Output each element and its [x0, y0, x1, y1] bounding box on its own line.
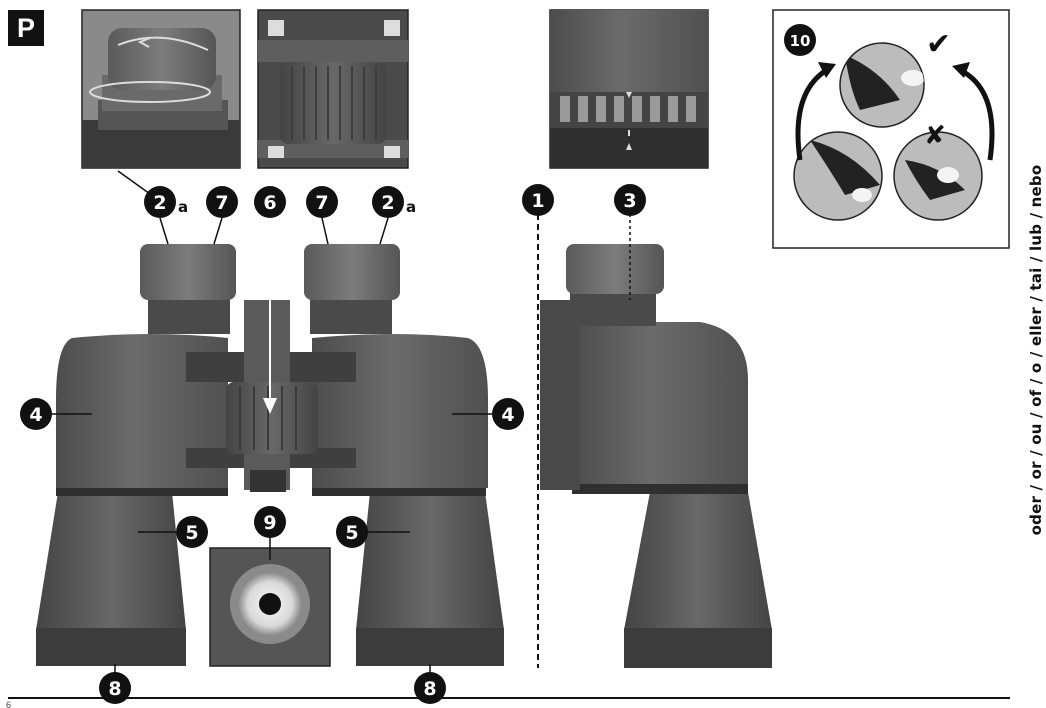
svg-text:2: 2 [153, 192, 166, 214]
callout-2a-right-suffix: a [406, 198, 416, 216]
inset-center-focus-wheel [257, 9, 409, 169]
callout-10: 10 [784, 24, 816, 56]
svg-text:1: 1 [531, 190, 544, 212]
callout-2a-left: 2 [144, 186, 176, 218]
svg-text:3: 3 [623, 190, 636, 212]
language-separator-note: oder / or / ou / of / o / eller / tai / … [1023, 165, 1046, 536]
svg-text:8: 8 [108, 678, 121, 700]
language-separator-text: oder / or / ou / of / o / eller / tai / … [1027, 164, 1045, 536]
binoculars-front [36, 212, 504, 666]
svg-text:5: 5 [185, 522, 198, 544]
callout-9: 9 [254, 506, 286, 538]
svg-text:9: 9 [263, 512, 276, 534]
inset-tripod-socket [209, 530, 331, 667]
svg-text:2: 2 [381, 192, 394, 214]
cross-mark-icon: ✘ [924, 121, 946, 151]
inset-image-merging [772, 9, 1010, 249]
page-number: 6 [6, 700, 12, 708]
callout-8-right: 8 [414, 672, 446, 704]
callout-2a-right: 2 [372, 186, 404, 218]
callout-4-left: 4 [20, 398, 52, 430]
svg-text:4: 4 [501, 404, 514, 426]
inset-diopter-scale [549, 9, 709, 169]
callout-2a-left-suffix: a [178, 198, 188, 216]
callout-4-right: 4 [492, 398, 524, 430]
svg-text:10: 10 [790, 32, 811, 50]
callout-3: 3 [614, 184, 646, 216]
inset-eyecup [81, 9, 241, 195]
svg-text:7: 7 [215, 192, 228, 214]
svg-text:5: 5 [345, 522, 358, 544]
svg-text:4: 4 [29, 404, 42, 426]
binoculars-side [537, 214, 772, 668]
callout-7-left: 7 [206, 186, 238, 218]
svg-text:7: 7 [315, 192, 328, 214]
svg-text:8: 8 [423, 678, 436, 700]
callout-7-right: 7 [306, 186, 338, 218]
callout-6: 6 [254, 186, 286, 218]
language-badge: P [8, 10, 44, 46]
callout-1: 1 [522, 184, 554, 216]
callout-8-left: 8 [99, 672, 131, 704]
callout-5-right: 5 [336, 516, 368, 548]
callout-5-left: 5 [176, 516, 208, 548]
svg-text:6: 6 [263, 192, 276, 214]
check-mark-icon: ✔ [926, 27, 951, 62]
